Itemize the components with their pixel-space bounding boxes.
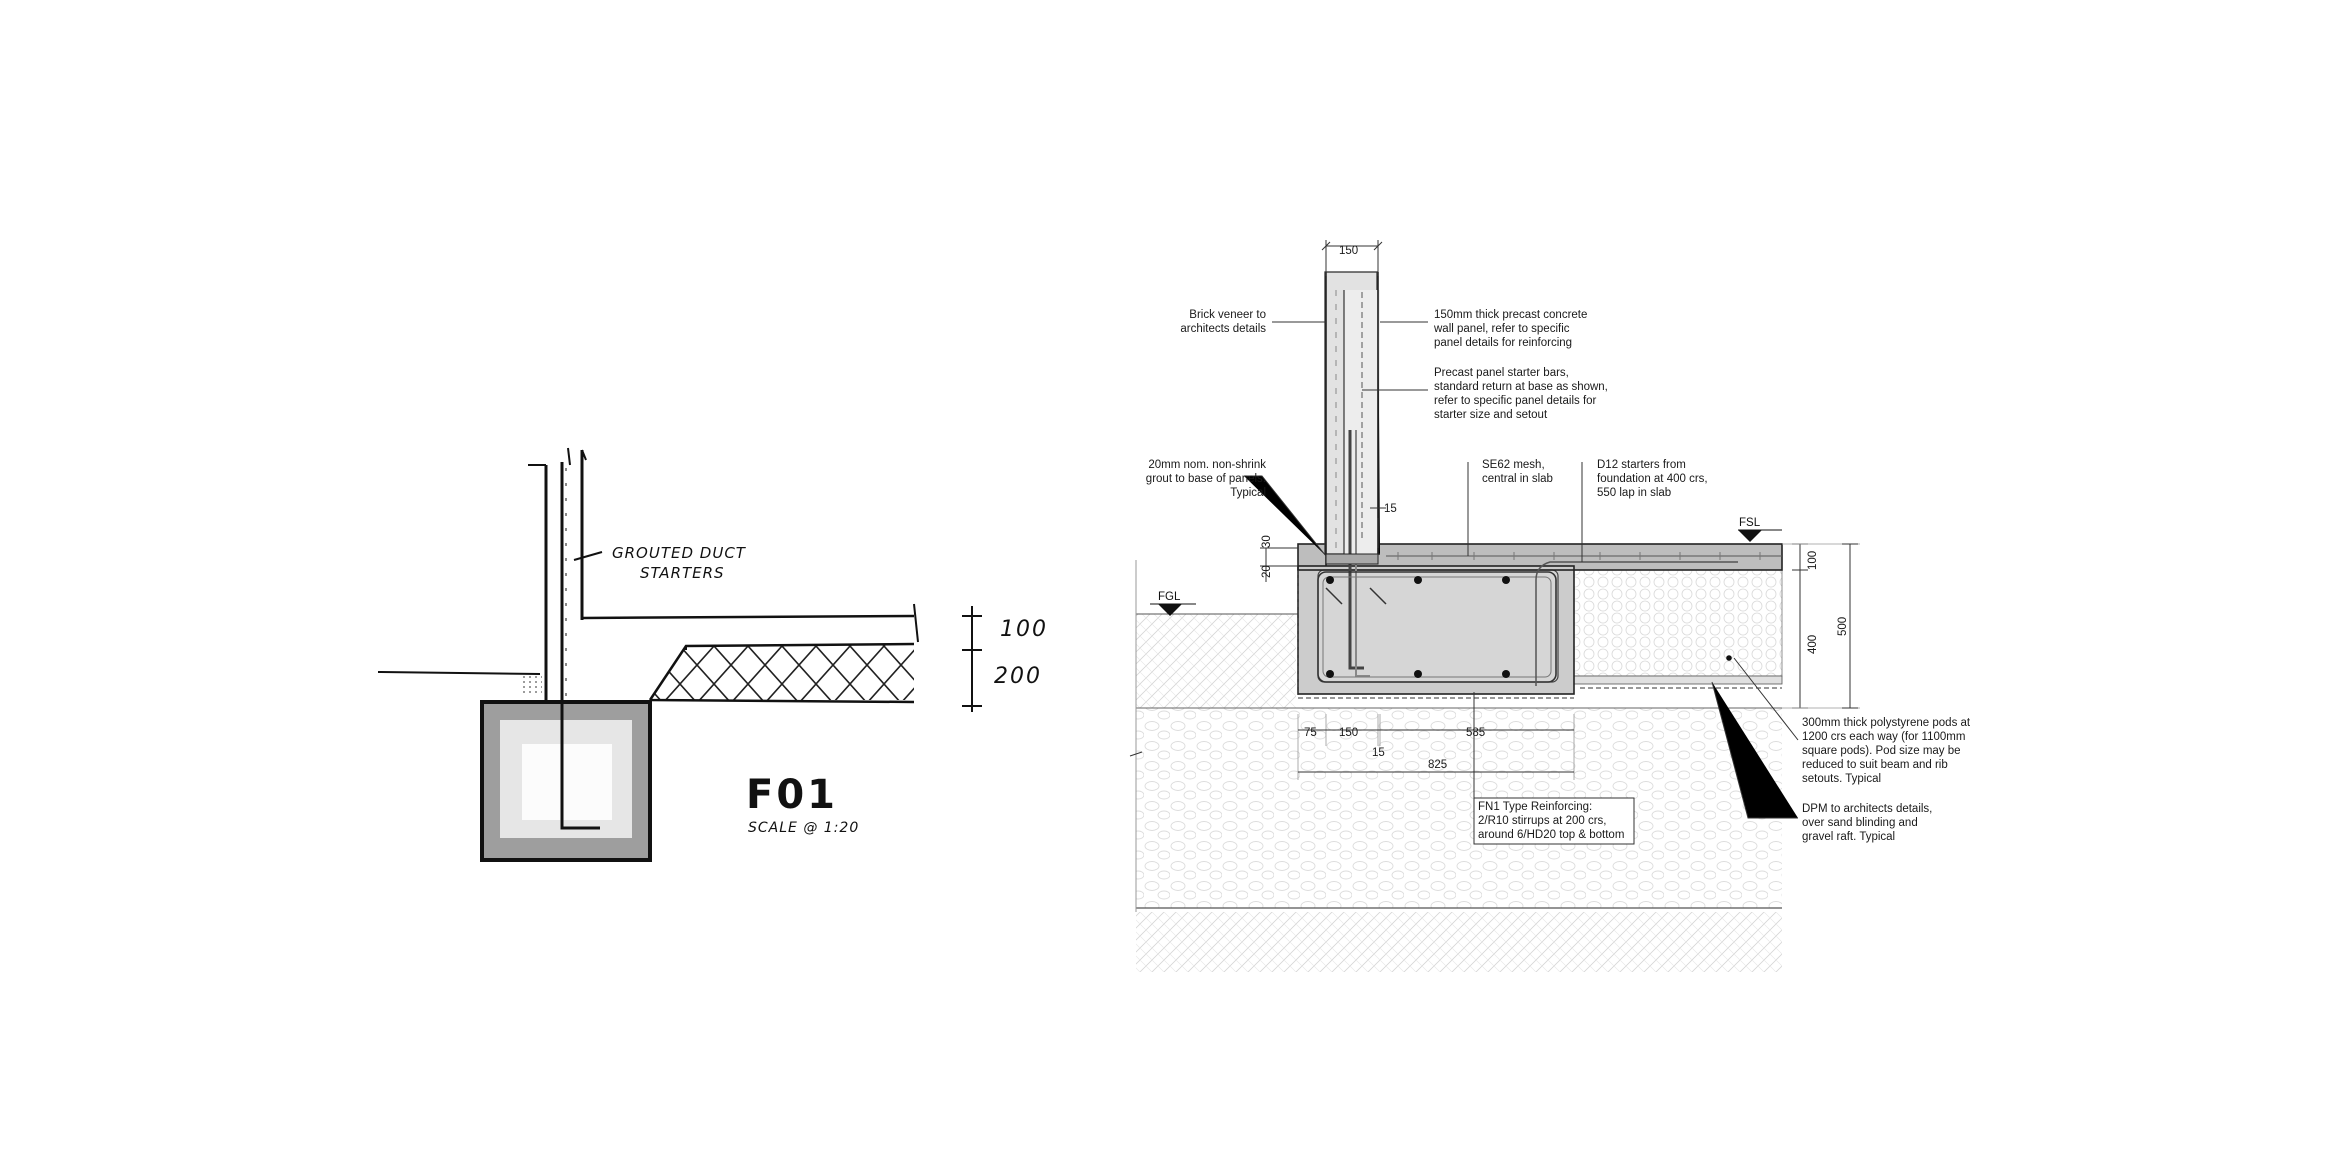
- label-pods-3: square pods). Pod size may be: [1802, 745, 1961, 757]
- sketch-annotation-2: STARTERS: [640, 564, 725, 582]
- sketch-footing-highlight: [522, 744, 612, 820]
- dim-edge-75: 75: [1304, 727, 1317, 739]
- slab-outline: [1297, 543, 1783, 571]
- label-d12-1: D12 starters from: [1597, 459, 1686, 471]
- dim-right-outer: [1842, 543, 1858, 709]
- hd20-bars: [1326, 576, 1510, 678]
- sketch-scale: SCALE @ 1:20: [748, 820, 859, 836]
- subgrade: [1136, 912, 1782, 972]
- dim-ticks: [1321, 241, 1383, 251]
- rebar-dot: [1326, 576, 1334, 584]
- fn1-box: [1473, 797, 1635, 845]
- dim-total-825: 825: [1428, 759, 1447, 771]
- sketch-soil-stipple: [520, 676, 542, 696]
- dim-15-line: [1370, 507, 1386, 548]
- break-mark: [1129, 751, 1143, 757]
- label-panel-2: wall panel, refer to specific: [1433, 323, 1570, 335]
- dim-grout-30: 30: [1261, 535, 1273, 548]
- label-pods-1: 300mm thick polystyrene pods at: [1802, 717, 1971, 729]
- dim-right-inner: [1792, 543, 1808, 709]
- label-starter-4: starter size and setout: [1434, 409, 1548, 421]
- label-grout-3: Typical: [1230, 487, 1266, 499]
- hand-sketch: GROUTED DUCT STARTERS 100 200 F01 SCALE …: [377, 447, 1048, 862]
- dim-total-500: 500: [1837, 617, 1849, 636]
- dim-slab-100: 100: [1807, 551, 1819, 570]
- sketch-wall-break: [567, 447, 587, 466]
- label-dpm-3: gravel raft. Typical: [1802, 831, 1895, 843]
- label-starter-2: standard return at base as shown,: [1434, 381, 1608, 393]
- label-pods-2: 1200 crs each way (for 1100mm: [1802, 731, 1965, 743]
- label-starter-3: refer to specific panel details for: [1434, 395, 1597, 407]
- sketch-dim-100: 100: [1000, 617, 1048, 642]
- label-brick-2: architects details: [1180, 323, 1266, 335]
- sketch-slab-top: [581, 614, 915, 620]
- label-starter-1: Precast panel starter bars,: [1434, 367, 1569, 379]
- sketch-leader: [573, 551, 603, 561]
- starter-bar-1: [1348, 430, 1364, 670]
- label-fn1-3: around 6/HD20 top & bottom: [1478, 829, 1624, 841]
- leader-lines: [1244, 321, 1799, 819]
- mesh-ticks: [1397, 552, 1761, 560]
- rebar-dot: [1414, 576, 1422, 584]
- sketch-ground-line: [377, 671, 541, 675]
- cad-detail: FSL FGL 150 15 30 20 100 400 500 75 150 …: [1129, 240, 1971, 972]
- fgl-label: FGL: [1158, 591, 1181, 603]
- rebar-dot: [1502, 576, 1510, 584]
- label-fn1-1: FN1 Type Reinforcing:: [1478, 801, 1592, 813]
- label-panel-1: 150mm thick precast concrete: [1434, 309, 1587, 321]
- dim-grout-20: 20: [1261, 565, 1273, 578]
- sketch-dim-lines: [962, 606, 982, 712]
- dim-starter-cover: 15: [1384, 503, 1397, 515]
- rebar-dot: [1326, 670, 1334, 678]
- grout-bed: [1325, 553, 1379, 565]
- gravel-raft: [1136, 708, 1782, 908]
- dim-mid-585: 585: [1466, 727, 1485, 739]
- rebar-dot: [1502, 670, 1510, 678]
- label-d12-3: 550 lap in slab: [1597, 487, 1671, 499]
- fsl-label: FSL: [1739, 517, 1761, 529]
- label-pods-5: setouts. Typical: [1802, 773, 1881, 785]
- natural-ground-left: [1136, 614, 1296, 708]
- fsl-marker: FSL: [1738, 517, 1782, 542]
- label-brick-1: Brick veneer to: [1189, 309, 1266, 321]
- dim-wall-width: 150: [1339, 245, 1358, 257]
- d12-starter: [1535, 561, 1738, 686]
- dim-mid-15: 15: [1372, 747, 1385, 759]
- polystyrene-pod: [1573, 569, 1783, 677]
- rebar-dot: [1414, 670, 1422, 678]
- stirrup-hooks: [1325, 587, 1387, 605]
- beam-inner: [1317, 569, 1559, 683]
- label-mesh-2: central in slab: [1482, 473, 1553, 485]
- label-dpm-1: DPM to architects details,: [1802, 803, 1932, 815]
- sketch-dim-200: 200: [994, 664, 1042, 689]
- fgl-marker: FGL: [1150, 591, 1196, 616]
- label-dpm-2: over sand blinding and: [1802, 817, 1918, 829]
- sketch-slab-end: [913, 603, 919, 643]
- label-fn1-2: 2/R10 stirrups at 200 crs,: [1478, 815, 1606, 827]
- sketch-pod-hatch: [650, 644, 914, 700]
- starter-bar-2: [1355, 430, 1370, 677]
- label-grout-1: 20mm nom. non-shrink: [1148, 459, 1266, 471]
- label-d12-2: foundation at 400 crs,: [1597, 473, 1708, 485]
- label-panel-3: panel details for reinforcing: [1434, 337, 1572, 349]
- stirrup-outer: [1317, 571, 1557, 683]
- label-grout-2: grout to base of panels.: [1146, 473, 1266, 485]
- dim-mid-150: 150: [1339, 727, 1358, 739]
- sketch-title: F01: [746, 772, 838, 818]
- label-mesh-1: SE62 mesh,: [1482, 459, 1545, 471]
- stirrup-inner: [1322, 576, 1552, 678]
- sketch-annotation-1: GROUTED DUCT: [612, 544, 747, 562]
- dim-beam-400: 400: [1807, 635, 1819, 654]
- pod-leader-dot: [1726, 655, 1732, 661]
- label-pods-4: reduced to suit beam and rib: [1802, 759, 1948, 771]
- sketch-starter-bar: [560, 462, 600, 830]
- dim-30-20-line: [1260, 547, 1298, 582]
